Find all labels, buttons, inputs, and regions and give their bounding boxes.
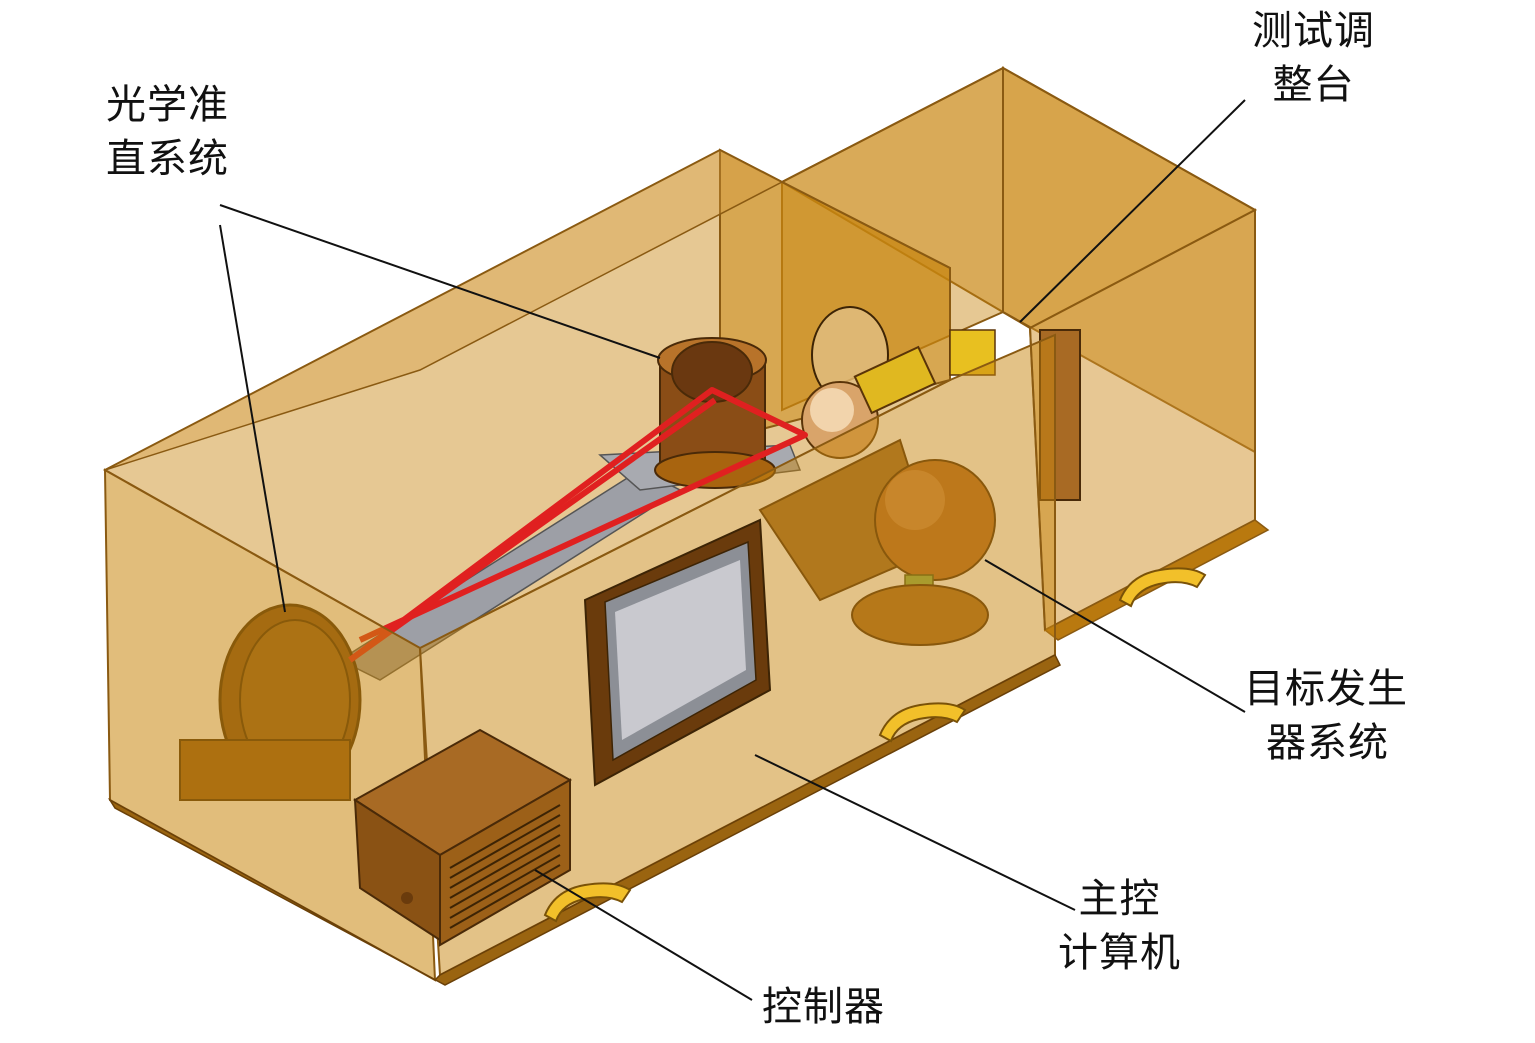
label-controller: 控制器 <box>762 980 885 1034</box>
label-test-adjust-stage: 测试调 整台 <box>1252 4 1375 112</box>
label-controller-line-1: 控制器 <box>762 984 885 1030</box>
leader-lines <box>219 99 1246 1001</box>
label-target-line-1: 目标发生 <box>1244 666 1408 712</box>
leader-optical-to-barrel <box>219 204 661 359</box>
label-optical-line-1: 光学准 <box>106 82 229 128</box>
leader-test-stage <box>1019 99 1246 323</box>
label-target-line-2: 器系统 <box>1266 720 1389 766</box>
label-optical-collimation-system: 光学准 直系统 <box>106 78 229 186</box>
label-computer-line-1: 主控 <box>1078 876 1161 922</box>
collimator-barrel <box>654 337 776 489</box>
leader-target-generator <box>984 559 1246 713</box>
label-target-generator-system: 目标发生 器系统 <box>1244 662 1408 770</box>
controller-box <box>353 728 573 947</box>
main-computer-monitor <box>583 518 772 787</box>
carry-handles <box>543 567 1207 923</box>
leader-controller <box>534 869 753 1001</box>
label-computer-line-2: 计算机 <box>1058 930 1181 976</box>
label-optical-line-2: 直系统 <box>106 136 229 182</box>
optical-beam <box>348 387 808 663</box>
leader-optical-to-mirror <box>219 224 286 613</box>
label-stage-line-1: 测试调 <box>1252 8 1375 54</box>
label-stage-line-2: 整台 <box>1272 62 1355 108</box>
label-main-computer: 主控 计算机 <box>1058 872 1181 980</box>
left-enclosure <box>102 148 951 650</box>
leader-main-computer <box>754 754 1076 911</box>
